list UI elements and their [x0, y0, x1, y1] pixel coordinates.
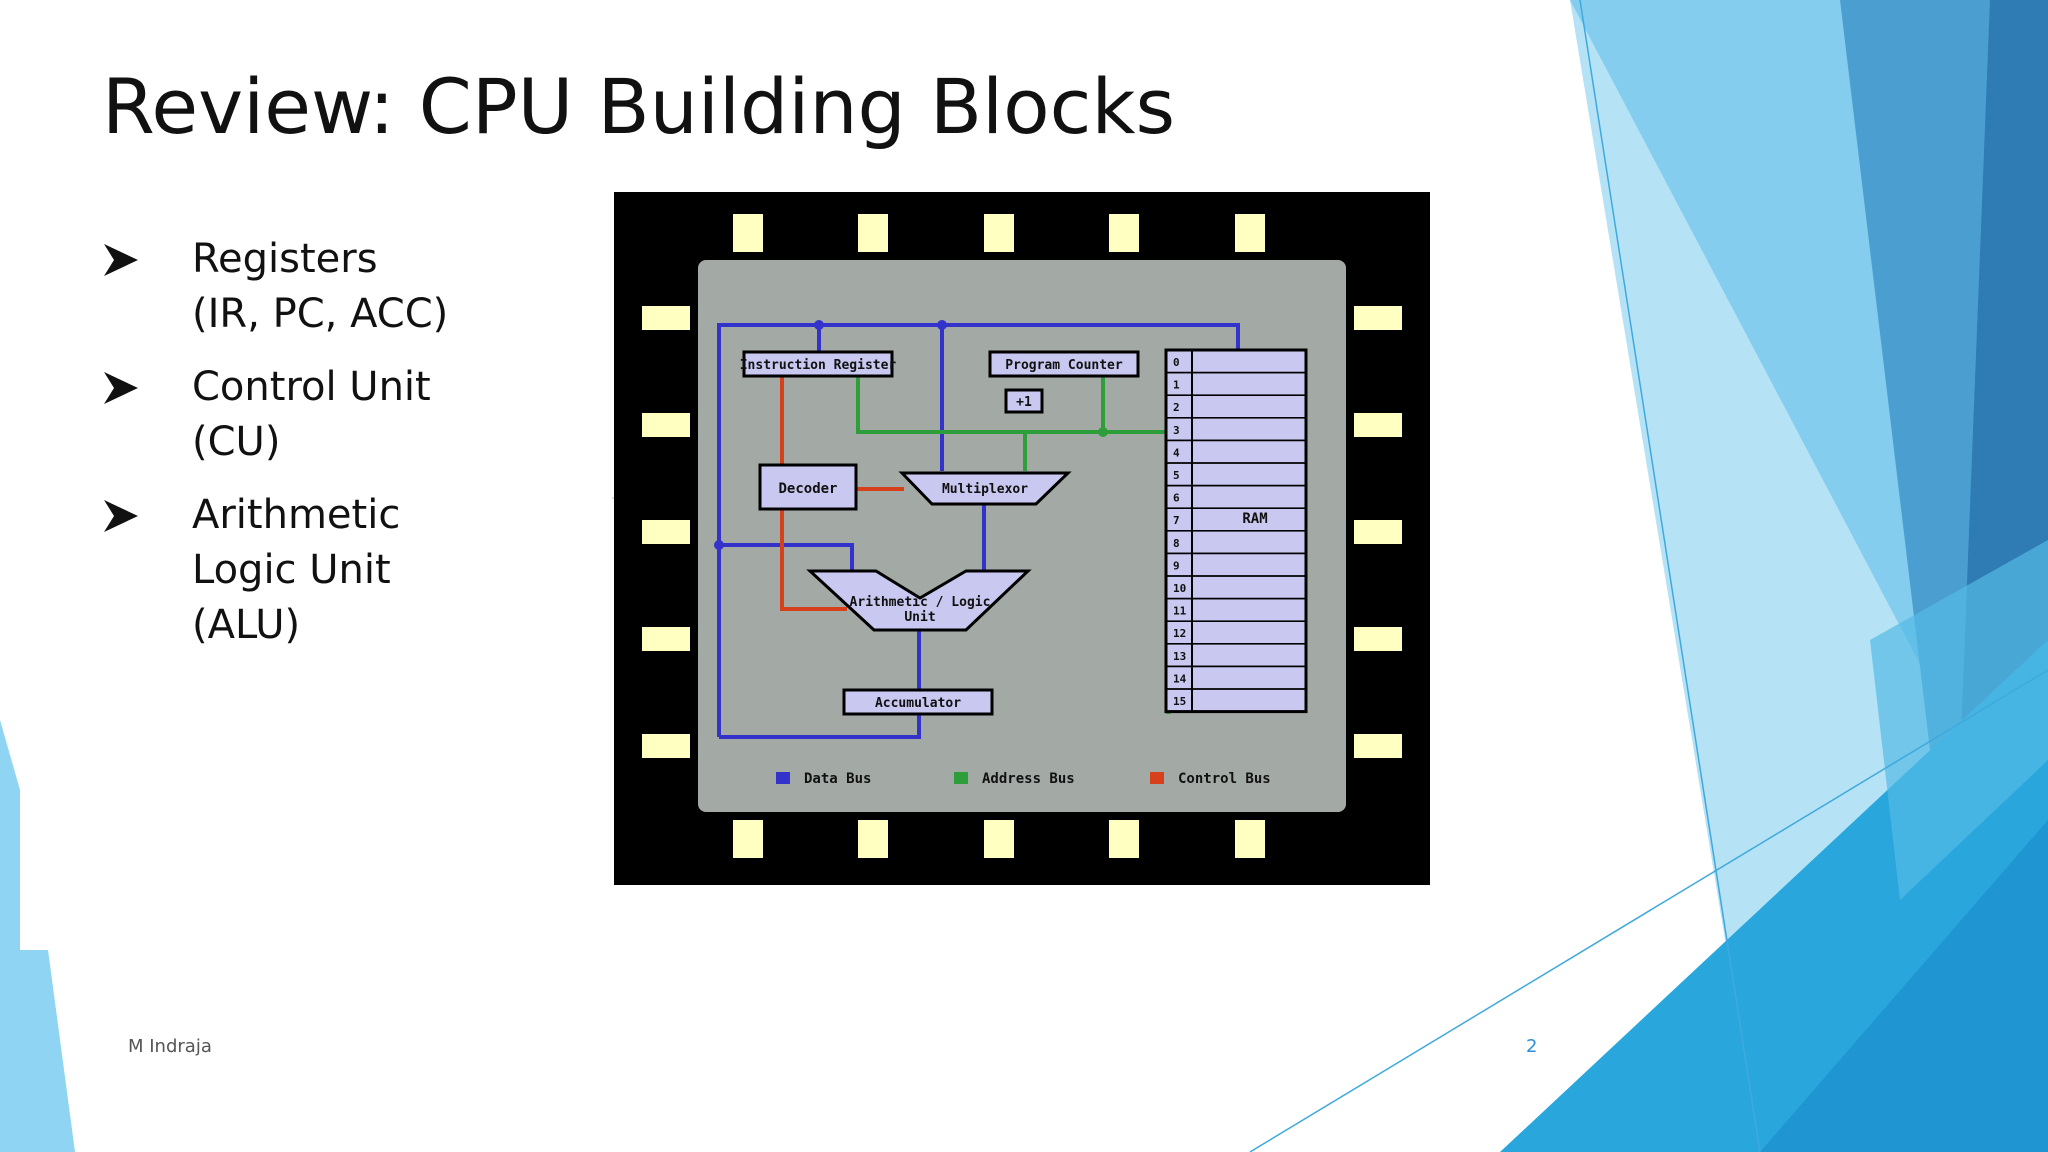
ram-address-label: 12 [1173, 627, 1186, 640]
arrowhead-bullet-icon [104, 500, 138, 532]
bullet-item: Arithmetic Logic Unit (ALU) [102, 488, 522, 653]
multiplexor-shape [898, 471, 1072, 506]
ram-address-label: 4 [1173, 446, 1180, 459]
decoder-label: Decoder [778, 481, 837, 497]
bullet-item: Registers (IR, PC, ACC) [102, 232, 522, 342]
address-bus-junction [1098, 427, 1108, 437]
ram-cell [1165, 688, 1307, 713]
accumulator-label: Accumulator [875, 696, 961, 711]
bullet-line: Arithmetic [192, 492, 401, 538]
chip-pin [1354, 306, 1402, 330]
control-bus-lines [780, 376, 904, 611]
footer-author: M Indraja [128, 1036, 212, 1057]
legend-swatch-control-bus [1150, 772, 1164, 784]
bullet-line: (ALU) [192, 602, 301, 648]
bullet-list: Registers (IR, PC, ACC) Control Unit (CU… [102, 232, 522, 671]
chip-pins [642, 214, 1402, 858]
deco-line [1249, 669, 2048, 1152]
chip-pin [642, 734, 690, 758]
chip-pin [1235, 820, 1265, 858]
chip-pin [642, 627, 690, 651]
chip-pin [642, 306, 690, 330]
deco-shape [0, 720, 75, 1152]
ram-address-label: 6 [1173, 492, 1180, 505]
chip-pin [733, 820, 763, 858]
arrowhead-bullet-icon [104, 372, 138, 404]
ram-address-label: 7 [1173, 514, 1180, 527]
chip-pin [1235, 214, 1265, 252]
alu-shape [806, 569, 1032, 632]
ram-address-label: 0 [1173, 356, 1180, 369]
ram-address-label: 2 [1173, 401, 1180, 414]
arrowhead-bullet-icon [104, 244, 138, 276]
ram-address-label: 11 [1173, 605, 1187, 618]
ram-address-label: 8 [1173, 537, 1180, 550]
bus-legend: Data Bus Address Bus Control Bus [776, 771, 1271, 787]
bullet-line: Control Unit [192, 364, 431, 410]
chip-pin [984, 214, 1014, 252]
legend-label: Control Bus [1178, 771, 1271, 787]
chip-pin [1354, 734, 1402, 758]
alu-label-line1: Arithmetic / Logic [850, 595, 991, 610]
bullet-text: Arithmetic Logic Unit (ALU) [192, 488, 522, 653]
legend-swatch-data-bus [776, 772, 790, 784]
deco-shape [1760, 820, 2048, 1152]
chip-pin [733, 214, 763, 252]
chip-pin [1109, 820, 1139, 858]
legend-swatch-address-bus [954, 772, 968, 784]
chip-pin [1354, 520, 1402, 544]
bullet-text: Control Unit (CU) [192, 360, 522, 470]
chip-pin [642, 520, 690, 544]
legend-label: Address Bus [982, 771, 1075, 787]
slide-title: Review: CPU Building Blocks [102, 62, 1176, 151]
slide-number: 2 [1526, 1036, 1538, 1057]
bullet-line: (IR, PC, ACC) [192, 291, 449, 337]
alu-label-line2: Unit [904, 610, 935, 625]
ram-address-label: 15 [1173, 695, 1186, 708]
legend-label: Data Bus [804, 771, 871, 787]
instruction-register-box [742, 350, 894, 378]
ram-address-label: 13 [1173, 650, 1186, 663]
accumulator-box [842, 688, 994, 716]
chip-pin [984, 820, 1014, 858]
bullet-text: Registers (IR, PC, ACC) [192, 232, 522, 342]
deco-line [1579, 0, 1761, 1152]
data-bus-junctions [714, 320, 947, 550]
ram-address-label: 10 [1173, 582, 1186, 595]
chip-pin [858, 214, 888, 252]
ram-address-label: 3 [1173, 424, 1180, 437]
chip-pin [1354, 413, 1402, 437]
bullet-line: Logic Unit [192, 547, 391, 593]
chip-pin [642, 413, 690, 437]
program-counter-label: Program Counter [1005, 358, 1123, 373]
increment-box [1004, 388, 1044, 414]
bullet-line: Registers [192, 236, 378, 282]
ram-address-label: 1 [1173, 379, 1180, 392]
chip-pin [1354, 627, 1402, 651]
chip-pin [1109, 214, 1139, 252]
multiplexor-label: Multiplexor [942, 482, 1028, 497]
program-counter-box [988, 350, 1140, 378]
instruction-register-label: Instruction Register [740, 358, 897, 373]
data-bus-lines [717, 323, 1240, 739]
ram-address-label: 14 [1173, 672, 1187, 685]
ram-address-label: 9 [1173, 559, 1180, 572]
bullet-item: Control Unit (CU) [102, 360, 522, 470]
increment-label: +1 [1016, 395, 1032, 410]
chip-pin [858, 820, 888, 858]
cpu-diagram: Instruction Register Program Counter +1 … [614, 192, 1430, 885]
deco-shape [1870, 540, 2048, 900]
ram-address-label: 5 [1173, 469, 1180, 482]
ram-label: RAM [1242, 511, 1267, 527]
decoder-box [758, 463, 858, 511]
bullet-line: (CU) [192, 419, 281, 465]
